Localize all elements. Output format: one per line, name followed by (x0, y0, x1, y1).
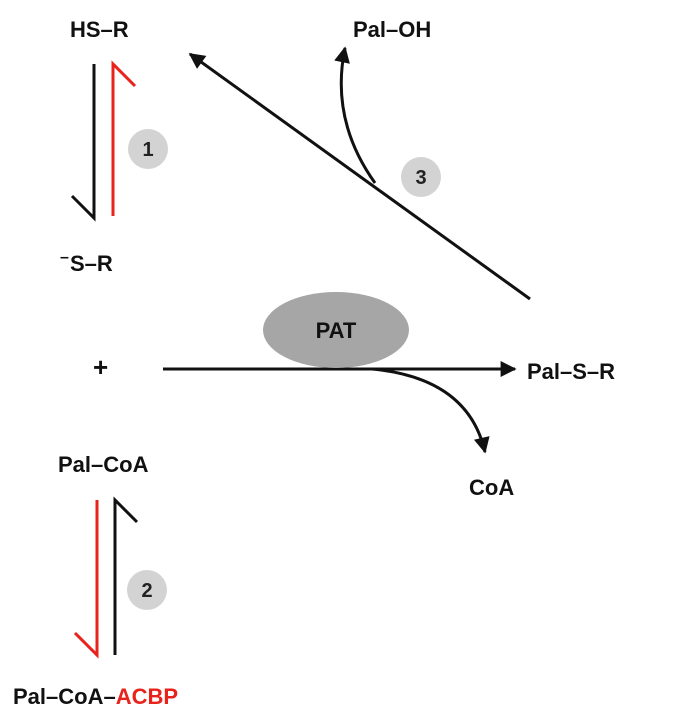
depalmitoylation-arrow (188, 52, 531, 301)
label-hs-r: HS–R (70, 17, 129, 42)
step-2-badge (127, 570, 167, 610)
label-s-r-charge: – (60, 249, 69, 266)
reverse-harpoon-2 (113, 496, 139, 655)
label-plus: + (93, 352, 108, 382)
step-1-number: 1 (142, 139, 153, 161)
pat-enzyme-label: PAT (316, 318, 357, 343)
label-acbp: ACBP (116, 684, 178, 709)
label-pal-coa: Pal–CoA (58, 452, 149, 477)
label-s-r: S–R (70, 251, 113, 276)
label-pal-s-r: Pal–S–R (527, 359, 615, 384)
equilibrium-2-arrows (73, 496, 139, 659)
forward-harpoon-1 (70, 64, 96, 222)
step-3-number: 3 (415, 167, 426, 189)
label-coa: CoA (469, 475, 514, 500)
label-pal-coa-acbp-prefix: Pal–CoA– (13, 684, 116, 709)
pal-oh-release-arrow (334, 46, 377, 184)
step-3-badge (401, 157, 441, 197)
forward-harpoon-2 (73, 500, 99, 659)
label-pal-oh: Pal–OH (353, 17, 431, 42)
label-pal-coa-acbp: Pal–CoA–ACBP (13, 684, 178, 709)
coa-release-arrow (371, 367, 490, 454)
equilibrium-1-arrows (70, 60, 137, 222)
reverse-harpoon-1 (111, 60, 137, 216)
step-1-badge (128, 129, 168, 169)
pat-enzyme (263, 292, 409, 368)
step-2-number: 2 (141, 580, 152, 602)
